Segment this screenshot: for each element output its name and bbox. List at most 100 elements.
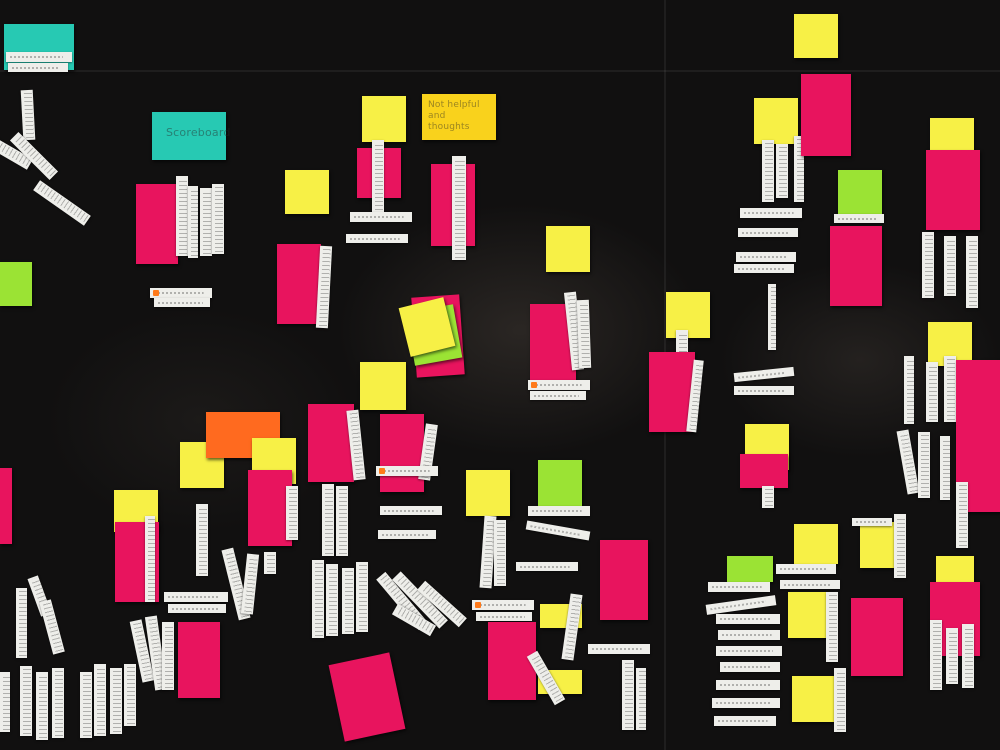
sticky-note-pink bbox=[801, 74, 851, 156]
paper-strip bbox=[734, 386, 794, 395]
paper-strip bbox=[716, 680, 780, 690]
sticky-note-yellow bbox=[362, 96, 406, 142]
paper-strip bbox=[622, 660, 634, 730]
paper-strip bbox=[708, 582, 770, 592]
paper-strip bbox=[904, 356, 914, 424]
paper-strip bbox=[733, 366, 795, 383]
paper-strip bbox=[20, 89, 36, 141]
sticky-note-yellow bbox=[794, 524, 838, 564]
paper-strip bbox=[154, 298, 210, 307]
paper-strip bbox=[944, 236, 956, 296]
sticky-note-yellow bbox=[936, 556, 974, 586]
paper-strip bbox=[36, 672, 48, 740]
paper-strip bbox=[716, 646, 782, 656]
paper-strip bbox=[476, 612, 532, 621]
paper-strip bbox=[530, 391, 586, 400]
paper-strip bbox=[962, 624, 974, 688]
sticky-note-yellow bbox=[360, 362, 406, 410]
sticky-note-yellow bbox=[792, 676, 834, 722]
paper-strip bbox=[6, 52, 72, 62]
paper-strip bbox=[776, 144, 788, 198]
paper-strip bbox=[718, 630, 780, 640]
paper-strip bbox=[342, 568, 354, 634]
paper-strip bbox=[286, 486, 298, 540]
sticky-note-pink bbox=[0, 468, 12, 544]
sticky-note-teal bbox=[4, 24, 74, 70]
sticky-note-pink bbox=[380, 414, 424, 492]
paper-strip bbox=[896, 429, 920, 495]
paper-strip bbox=[372, 140, 384, 212]
paper-strip bbox=[322, 484, 334, 556]
sticky-note-yellow bbox=[860, 522, 894, 568]
paper-strip bbox=[956, 482, 968, 548]
paper-strip bbox=[944, 356, 956, 422]
paper-strip bbox=[350, 212, 412, 222]
paper-strip bbox=[150, 288, 212, 298]
paper-strip bbox=[776, 564, 836, 574]
paper-strip bbox=[894, 514, 906, 578]
sticky-note-yellow bbox=[754, 98, 798, 144]
paper-strip bbox=[676, 330, 688, 358]
paper-strip bbox=[110, 668, 122, 734]
paper-strip bbox=[588, 644, 650, 654]
paper-strip bbox=[380, 506, 442, 515]
paper-strip bbox=[834, 668, 846, 732]
paper-strip bbox=[852, 518, 892, 526]
sticky-note-yellow bbox=[285, 170, 329, 214]
note-handwriting: Scoreboard bbox=[166, 126, 231, 139]
paper-strip bbox=[264, 552, 276, 574]
paper-strip bbox=[8, 63, 68, 72]
paper-strip bbox=[164, 592, 228, 602]
paper-strip bbox=[712, 698, 780, 708]
paper-strip bbox=[918, 432, 930, 498]
paper-strip bbox=[162, 622, 174, 690]
sticky-note-yellow bbox=[466, 470, 510, 516]
sticky-note-pink bbox=[740, 454, 788, 488]
sticky-note-pink bbox=[308, 404, 354, 482]
paper-strip bbox=[188, 186, 198, 258]
paper-strip bbox=[940, 436, 950, 500]
sticky-note-gold: Not helpful and thoughts bbox=[422, 94, 496, 140]
paper-strip bbox=[312, 560, 324, 638]
paper-strip bbox=[516, 562, 578, 571]
paper-strip bbox=[930, 620, 942, 690]
paper-strip bbox=[762, 140, 774, 202]
paper-strip bbox=[378, 530, 436, 539]
paper-strip bbox=[124, 664, 136, 726]
paper-strip bbox=[528, 506, 590, 516]
sticky-note-yellow bbox=[788, 592, 830, 638]
paper-strip bbox=[705, 595, 777, 615]
sticky-note-pink bbox=[328, 652, 406, 742]
paper-strip bbox=[20, 666, 32, 736]
sticky-note-yellow bbox=[546, 226, 590, 272]
paper-strip bbox=[966, 236, 978, 308]
paper-strip bbox=[528, 380, 590, 390]
sticky-note-pink bbox=[248, 470, 292, 546]
paper-strip bbox=[720, 662, 780, 672]
paper-strip bbox=[946, 628, 958, 684]
paper-strip bbox=[94, 664, 106, 736]
sticky-note-pink bbox=[277, 244, 321, 324]
sticky-note-pink bbox=[926, 150, 980, 230]
paper-strip bbox=[200, 188, 212, 256]
paper-strip bbox=[356, 562, 368, 632]
paper-strip bbox=[738, 228, 798, 237]
paper-strip bbox=[452, 156, 466, 260]
paper-strip bbox=[740, 208, 802, 218]
paper-strip bbox=[922, 232, 934, 298]
sticky-note-teal: Scoreboard bbox=[152, 112, 231, 160]
paper-strip bbox=[176, 176, 188, 256]
paper-strip bbox=[736, 252, 796, 262]
paper-strip bbox=[494, 520, 506, 586]
sticky-note-pink bbox=[136, 184, 178, 264]
paper-strip bbox=[212, 184, 224, 254]
sticky-note-yellow bbox=[794, 14, 838, 58]
wall-seam bbox=[0, 70, 1000, 72]
paper-strip bbox=[168, 604, 226, 613]
paper-strip bbox=[734, 264, 794, 273]
sticky-note-yellow bbox=[666, 292, 710, 338]
paper-strip bbox=[576, 299, 592, 369]
paper-strip bbox=[826, 592, 838, 662]
sticky-note-green bbox=[538, 460, 582, 506]
